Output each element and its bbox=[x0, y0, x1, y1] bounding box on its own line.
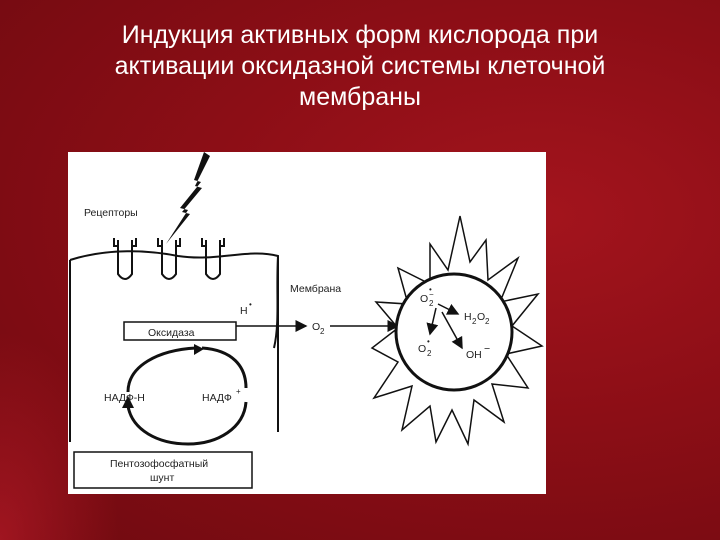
receptor-1 bbox=[113, 238, 137, 280]
cell-membrane-outline bbox=[69, 250, 279, 442]
pentose-shunt-box bbox=[73, 451, 253, 489]
h2o2-sub1: 2 bbox=[472, 317, 477, 326]
singlet-o2-label: O bbox=[418, 343, 426, 355]
o2-label: O bbox=[312, 321, 320, 333]
receptors-label: Рецепторы bbox=[84, 207, 138, 219]
title-line-2: активации оксидазной системы клеточной bbox=[114, 52, 606, 80]
pentose-shunt-line1: Пентозофосфатный bbox=[110, 458, 208, 470]
oxidase-box bbox=[123, 321, 237, 341]
arrow-superoxide-to-singlet bbox=[426, 307, 439, 336]
h2o2-sub2: 2 bbox=[485, 317, 490, 326]
h-radical-dot: • bbox=[249, 300, 252, 309]
hydroxyl-label: OH bbox=[466, 349, 482, 361]
singlet-o2-subscript: 2 bbox=[427, 349, 432, 358]
membrane-right-edge bbox=[273, 255, 279, 349]
o2-subscript: 2 bbox=[320, 327, 325, 336]
phagocyte-cell bbox=[394, 272, 514, 392]
arrow-superoxide-to-h2o2 bbox=[437, 303, 460, 315]
cycle-arc-top-left bbox=[126, 346, 197, 393]
superoxide-minus: − bbox=[429, 290, 434, 299]
h-radical-label: H bbox=[240, 305, 248, 317]
slide-title: Индукция активных форм кислорода при акт… bbox=[40, 20, 680, 113]
cycle-arrowhead-bottom bbox=[122, 396, 134, 408]
cycle-arc-bottom bbox=[126, 401, 248, 446]
nadp-superscript: + bbox=[236, 387, 241, 396]
cycle-arrowhead-top bbox=[194, 344, 204, 355]
diagram-svg: Рецепторы Мембрана H • Оксидаза O 2 bbox=[69, 152, 544, 489]
hydroxyl-superscript: − bbox=[484, 343, 490, 355]
superoxide-dot: • bbox=[429, 285, 432, 294]
oxidase-label: Оксидаза bbox=[148, 327, 195, 339]
singlet-o2-dot: • bbox=[427, 337, 430, 346]
h2o2-o: O bbox=[477, 311, 485, 323]
title-line-1: Индукция активных форм кислорода при bbox=[121, 21, 599, 49]
pentose-shunt-line2: шунт bbox=[150, 472, 174, 484]
receptor-2 bbox=[157, 238, 181, 280]
title-line-3: мембраны bbox=[299, 83, 421, 111]
diagram-figure: Рецепторы Мембрана H • Оксидаза O 2 bbox=[68, 152, 546, 494]
cycle-arc-top-right bbox=[201, 346, 248, 389]
receptor-3 bbox=[201, 238, 225, 280]
superoxide-subscript: 2 bbox=[429, 299, 434, 308]
arrow-superoxide-to-hydroxyl bbox=[441, 311, 463, 350]
h2o2-h: H bbox=[464, 311, 472, 323]
nadph-label: НАДФ-Н bbox=[104, 392, 145, 404]
nadp-label: НАДФ bbox=[202, 392, 232, 404]
superoxide-label: O bbox=[420, 293, 428, 305]
lightning-bolt-icon bbox=[166, 152, 210, 244]
membrane-label: Мембрана bbox=[290, 283, 341, 295]
